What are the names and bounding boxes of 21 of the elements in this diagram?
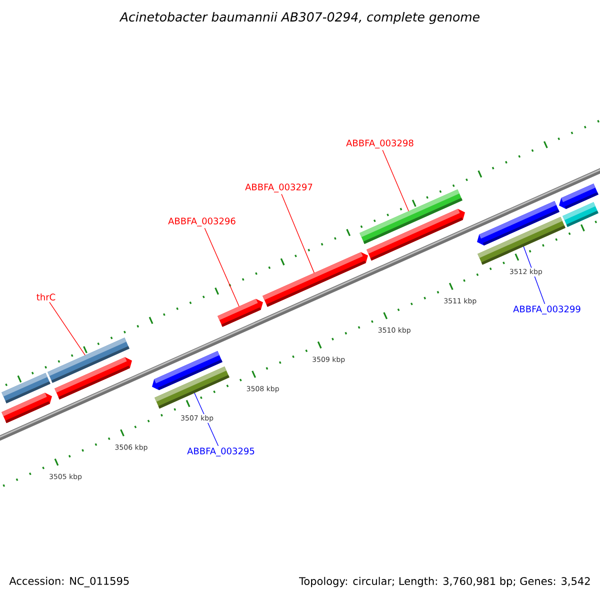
gene-label: ABBFA_003296 bbox=[168, 218, 236, 226]
gene-feature bbox=[54, 357, 132, 400]
gene-feature bbox=[366, 208, 465, 261]
gene-label: ABBFA_003299 bbox=[513, 306, 580, 314]
accession-text: Accession: NC_011595 bbox=[9, 576, 129, 588]
leader-line bbox=[49, 302, 86, 356]
gene-feature bbox=[478, 216, 566, 265]
gene-feature bbox=[218, 298, 263, 327]
leader-line bbox=[382, 150, 409, 212]
gene-feature bbox=[154, 366, 230, 409]
gene-label: thrC bbox=[36, 294, 56, 300]
gene-label: ABBFA_003295 bbox=[187, 448, 254, 456]
gene-label: ABBFA_003297 bbox=[245, 184, 312, 192]
gene-feature bbox=[262, 252, 368, 307]
genome-info-text: Topology: circular; Length: 3,760,981 bp; Genes: 3,542 bbox=[299, 576, 590, 588]
gene-feature bbox=[562, 202, 598, 227]
title: Acinetobacter baumannii AB307-0294, complete genome bbox=[119, 12, 480, 24]
gene-feature bbox=[2, 392, 52, 424]
leader-line bbox=[204, 228, 240, 307]
gene-label: ABBFA_003298 bbox=[346, 140, 414, 148]
leader-line bbox=[281, 194, 315, 274]
